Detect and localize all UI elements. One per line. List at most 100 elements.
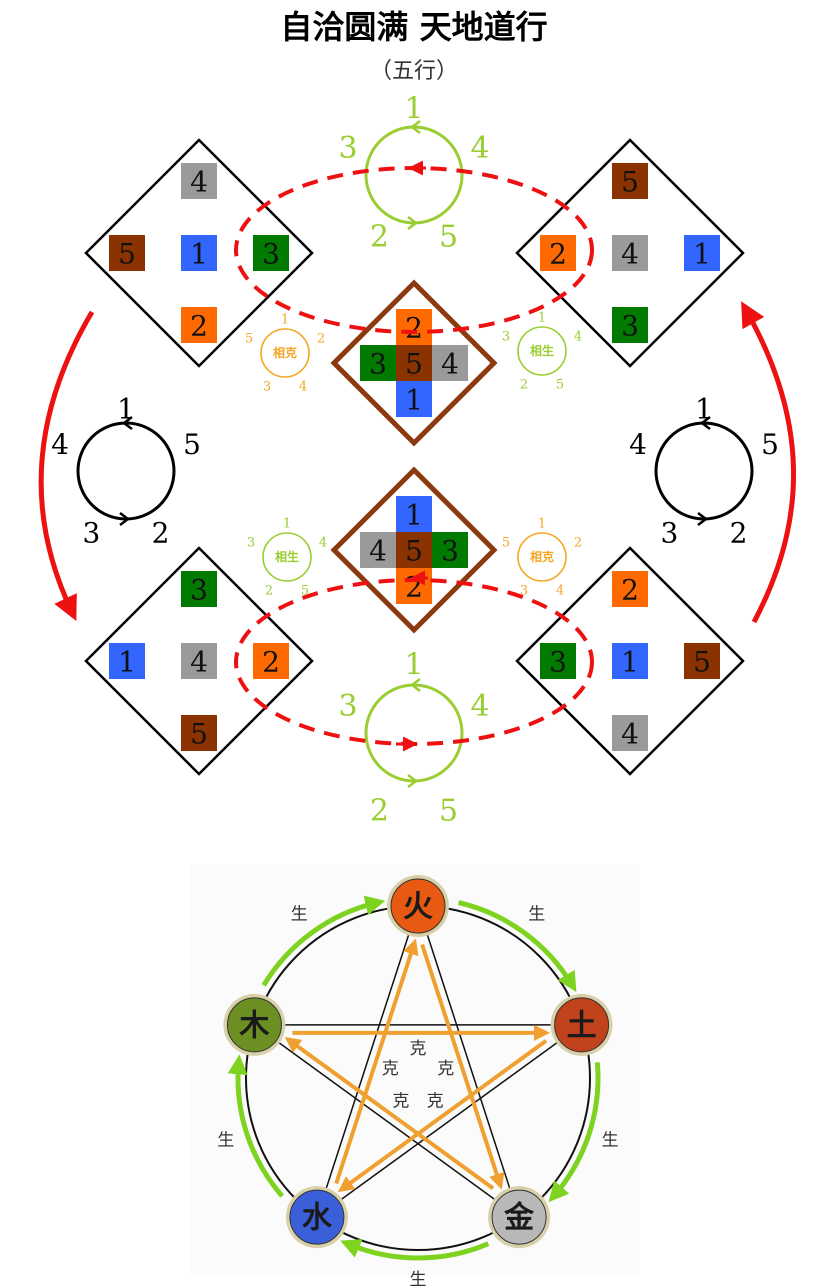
cycle-label-top: 1 <box>695 393 713 426</box>
mini-ring <box>517 532 567 582</box>
cell-number-bottom: 3 <box>621 310 639 343</box>
mini-label-right: 4 <box>319 536 327 551</box>
cycle-label-bottom_right: 2 <box>152 517 170 550</box>
cycle-arrowhead-bottom <box>119 512 131 526</box>
cell-number-bottom: 5 <box>190 718 208 751</box>
wuxing-nodes: 火土金 水 木 <box>223 875 613 1249</box>
wuxing-ke-label: 克 <box>392 1092 409 1112</box>
node-char: 火 <box>403 890 433 925</box>
mini-label-bottom_right: 4 <box>299 380 307 395</box>
cycle-arrowhead-top <box>121 416 133 430</box>
cell-top <box>396 496 432 532</box>
cell-number-right: 3 <box>441 535 459 568</box>
cell-number-center: 5 <box>405 348 423 381</box>
cycle-ring <box>76 421 176 521</box>
cycle-label-bottom_right: 5 <box>439 794 458 829</box>
cycle-label-top: 1 <box>117 393 135 426</box>
mini-center-label: 相生 <box>530 343 554 358</box>
page-subtitle: （五行） <box>370 59 458 84</box>
cycle-label-bottom_right: 2 <box>730 517 748 550</box>
right-red-arc <box>741 301 797 624</box>
cell-left <box>109 643 145 679</box>
wuxing-sheng-label: 生 <box>602 1130 619 1150</box>
cycle-label-left: 4 <box>51 428 69 461</box>
mini-label-bottom_right: 4 <box>556 584 564 599</box>
cell-center <box>396 345 432 381</box>
mini-center-label: 相克 <box>530 549 554 564</box>
cell-bottom <box>612 307 648 343</box>
cycle-label-right: 4 <box>470 131 489 166</box>
mini-label-bottom_right: 5 <box>556 378 564 393</box>
mini-ring <box>517 326 567 376</box>
wuxing-node-3: 水 <box>285 1186 348 1249</box>
mini-label-left: 3 <box>247 536 255 551</box>
cell-number-top: 2 <box>621 574 639 607</box>
mini-ring <box>260 328 310 378</box>
cell-right <box>684 235 720 271</box>
cell-left <box>360 532 396 568</box>
node-char: 土 <box>567 1008 597 1043</box>
mini-ring <box>262 532 312 582</box>
node-char: 水 <box>302 1201 333 1236</box>
cell-right <box>684 643 720 679</box>
cell-number-left: 3 <box>549 646 567 679</box>
cell-number-top: 4 <box>190 166 208 199</box>
cell-bottom <box>612 715 648 751</box>
cell-number-center: 5 <box>405 535 423 568</box>
wuxing-ke-arrow <box>337 1039 548 1193</box>
mini-label-left: 5 <box>502 536 510 551</box>
cycle-arrowhead-top <box>409 120 421 134</box>
cell-number-top: 3 <box>190 574 208 607</box>
cycle-label-left: 3 <box>338 131 357 166</box>
cycle-label-right: 5 <box>761 428 779 461</box>
mini-label-right: 4 <box>574 330 582 345</box>
mini-label-bottom_left: 3 <box>263 380 271 395</box>
node-disc <box>554 997 610 1053</box>
cycle-arrowhead-bottom <box>407 774 419 788</box>
wuxing-node-2: 金 <box>488 1186 551 1249</box>
cell-number-right: 5 <box>693 646 711 679</box>
cycle-label-bottom_left: 2 <box>370 220 389 255</box>
cycle-label-right: 5 <box>183 428 201 461</box>
cell-left <box>540 235 576 271</box>
cell-number-top: 5 <box>621 166 639 199</box>
cell-bottom <box>396 381 432 417</box>
cell-left <box>109 235 145 271</box>
cell-top <box>612 163 648 199</box>
cell-number-bottom: 4 <box>621 718 639 751</box>
cell-top <box>396 309 432 345</box>
cell-center <box>181 235 217 271</box>
node-disc <box>226 997 282 1053</box>
cycle-ring <box>654 421 754 521</box>
cell-bottom <box>181 307 217 343</box>
wuxing-sheng-label: 生 <box>528 905 545 925</box>
cell-top <box>181 571 217 607</box>
mini-center-label: 相克 <box>273 345 297 360</box>
wuxing-sheng-arrow <box>340 1239 490 1261</box>
cycle-label-bottom_left: 2 <box>370 794 389 829</box>
node-disc <box>289 1189 345 1245</box>
node-char: 木 <box>238 1008 269 1043</box>
wuxing-sheng-label: 生 <box>410 1270 427 1288</box>
cell-right <box>432 345 468 381</box>
mini-label-top: 1 <box>281 313 289 328</box>
cell-number-left: 5 <box>118 238 136 271</box>
cell-top <box>612 571 648 607</box>
cell-number-top: 2 <box>405 312 423 345</box>
wuxing-node-4: 木 <box>223 993 286 1056</box>
node-disc <box>491 1189 547 1245</box>
